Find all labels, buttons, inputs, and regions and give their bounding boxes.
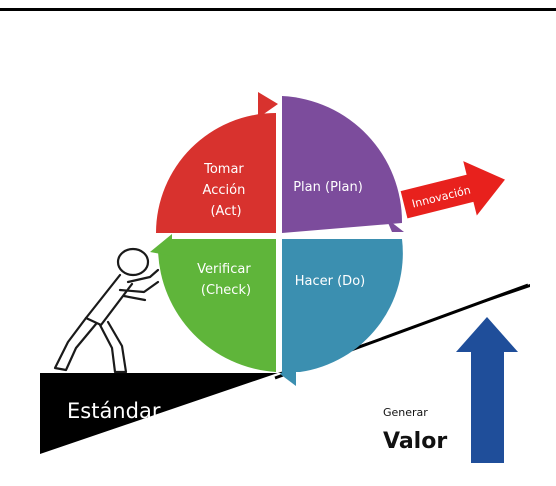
quadrant-check: Verificar (Check) xyxy=(150,234,276,372)
svg-text:Verificar (Check): Verificar (Check) xyxy=(197,262,255,298)
pushing-person-icon xyxy=(53,247,160,374)
check-line-1: Verificar xyxy=(197,262,251,277)
base-wedge xyxy=(40,284,530,454)
act-line-1: Tomar xyxy=(203,162,244,177)
top-border-line xyxy=(0,8,556,11)
base-wedge-label: Estándar xyxy=(67,399,161,423)
quadrant-plan: Plan (Plan) xyxy=(282,96,404,233)
svg-text:Tomar Acción (Act): Tomar Acción (Act) xyxy=(203,162,250,219)
plan-label: Plan (Plan) xyxy=(293,180,363,195)
act-line-2: Acción xyxy=(203,183,246,198)
quadrant-do: Hacer (Do) xyxy=(280,239,403,386)
innovation-arrow: Innovación xyxy=(400,161,505,219)
check-line-2: (Check) xyxy=(201,283,251,298)
do-label: Hacer (Do) xyxy=(295,274,365,289)
act-line-3: (Act) xyxy=(210,204,241,219)
quadrant-act: Tomar Acción (Act) xyxy=(156,92,278,233)
value-arrow xyxy=(456,317,518,463)
value-line-1: Generar xyxy=(383,406,428,419)
value-line-2: Valor xyxy=(383,429,447,454)
